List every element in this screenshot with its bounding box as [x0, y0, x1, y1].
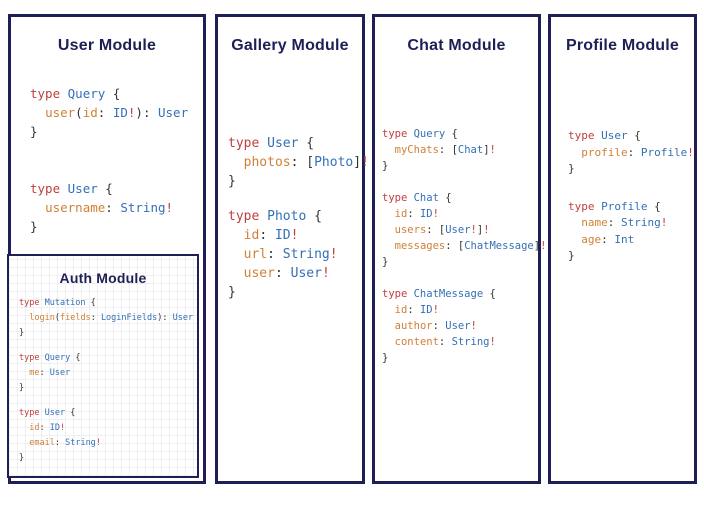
module-panel-profile: Profile Module type User { profile: Prof…	[548, 14, 697, 484]
graphql-code-gallery: type User { photos: [Photo]!}type Photo …	[228, 136, 369, 300]
graphql-code-profile: type User { profile: Profile!}type Profi…	[568, 129, 694, 262]
panel-title-gallery: Gallery Module	[231, 37, 349, 54]
module-panel-chat: Chat Module type Query { myChats: [Chat]…	[372, 14, 546, 484]
module-panel-auth: Auth Module type Mutation { login(fields…	[7, 254, 199, 478]
panel-title-profile: Profile Module	[565, 37, 680, 54]
panel-title-auth: Auth Module	[59, 270, 147, 286]
graphql-code-user: type Query { user(id: ID!): User}type Us…	[30, 86, 189, 234]
graphql-code-auth: type Mutation { login(fields: LoginField…	[19, 298, 194, 463]
panel-title-chat: Chat Module	[407, 37, 506, 54]
panel-title-user: User Module	[57, 37, 157, 54]
module-panel-gallery: Gallery Module type User { photos: [Phot…	[215, 14, 369, 484]
module-panel-user: User Module type Query { user(id: ID!): …	[7, 14, 206, 484]
graphql-code-chat: type Query { myChats: [Chat]!}type Chat …	[382, 128, 547, 364]
